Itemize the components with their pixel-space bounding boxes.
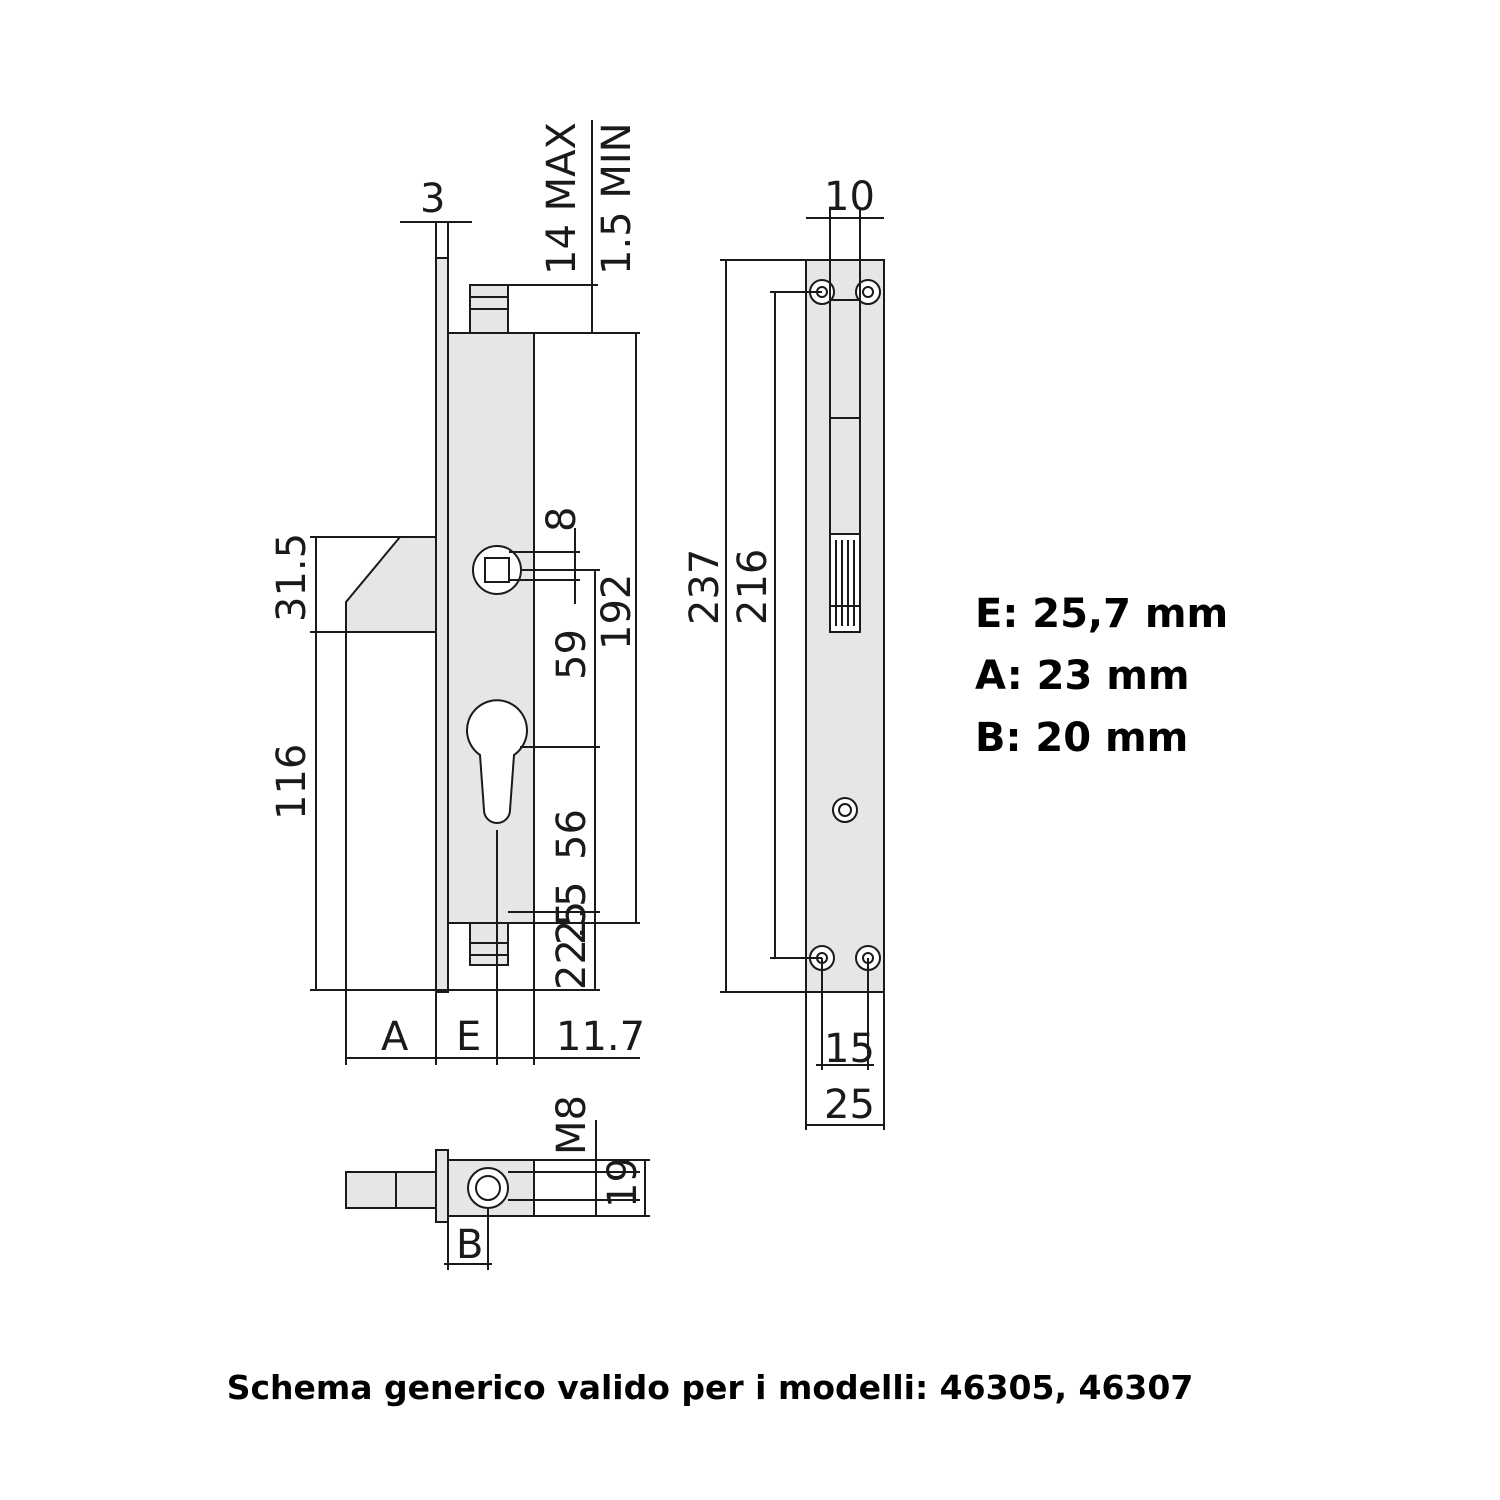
dim-width-right: 11.7 [556, 1014, 645, 1060]
spec-e: E: 25,7 mm [975, 591, 1229, 637]
spindle-square [484, 557, 510, 583]
dimension-labels: 3 14 MAX 1.5 MIN 31.5 116 8 59 192 56 2.… [269, 122, 875, 1268]
cylinder-hole [466, 699, 528, 824]
dim-plate-thickness: 3 [420, 176, 445, 222]
dim-overall-height: 237 [682, 549, 728, 625]
dim-width-a: A [381, 1014, 409, 1060]
dim-case-height: 192 [594, 574, 640, 650]
dim-width-b: B [456, 1222, 483, 1268]
bolt-view [345, 1120, 650, 1270]
bolt-slot-mid [829, 417, 861, 535]
caption: Schema generico valido per i modelli: 46… [226, 1368, 1194, 1407]
latch [345, 536, 437, 633]
dim-bolt-height: 19 [600, 1157, 646, 1208]
screw-hole-tr [855, 279, 881, 305]
dim-faceplate-width: 25 [824, 1082, 875, 1128]
dim-square-spindle: 8 [539, 507, 585, 532]
spec-list: E: 25,7 mm A: 23 mm B: 20 mm [975, 583, 1228, 769]
bolt-thread-hole [467, 1167, 509, 1209]
bolt-shaft [345, 1171, 437, 1209]
dim-thread: M8 [549, 1095, 595, 1155]
bolt-flange [435, 1149, 449, 1223]
dim-latch-height: 31.5 [269, 533, 315, 622]
dim-bottom-offset: 2.5 [549, 881, 595, 945]
spec-b: B: 20 mm [975, 715, 1189, 761]
dim-bottom-bolt: 22.5 [549, 901, 595, 990]
faceplate-edge [435, 257, 449, 993]
dim-bolt-max: 14 MAX [539, 122, 585, 275]
dim-spindle-to-cylinder: 59 [549, 629, 595, 680]
center-hole [832, 797, 858, 823]
spec-a: A: 23 mm [975, 653, 1190, 699]
side-view [310, 120, 640, 1065]
dim-hole-spacing-bottom: 15 [824, 1026, 875, 1072]
dim-hole-centers: 216 [730, 549, 776, 625]
dim-hole-spacing-top: 10 [824, 174, 875, 220]
dim-bolt-min: 1.5 MIN [594, 122, 640, 275]
dim-width-e: E [456, 1014, 481, 1060]
lock-body [447, 332, 535, 924]
dim-cylinder-to-bottom: 56 [549, 809, 595, 860]
front-view [720, 210, 885, 1130]
latch-slot [829, 533, 861, 633]
bolt-slot-top [829, 299, 861, 419]
dim-backset-height: 116 [269, 744, 315, 820]
latch-ribs [830, 540, 860, 626]
